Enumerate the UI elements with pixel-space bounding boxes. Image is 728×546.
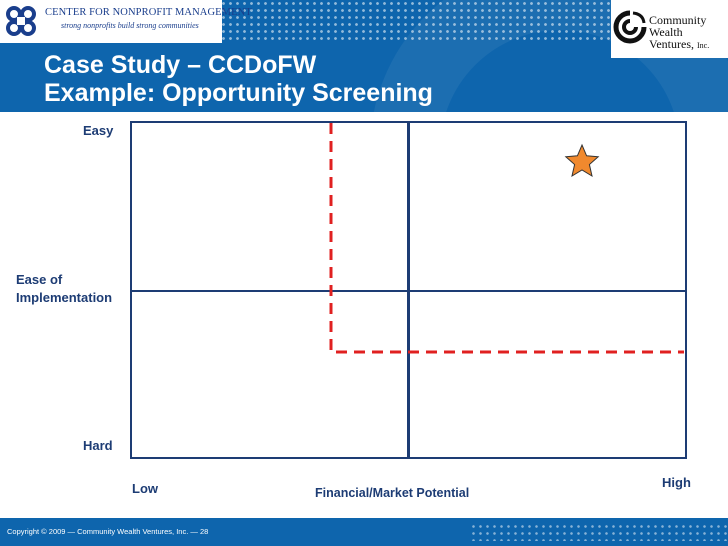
slide-title: Case Study – CCDoFW Example: Opportunity… [44, 51, 433, 107]
cwv-line-3: Ventures, Inc. [649, 38, 709, 52]
x-axis-right-label: High [662, 475, 691, 490]
cwv-logo: Community Wealth Ventures, Inc. [611, 0, 728, 58]
star-icon [564, 143, 600, 178]
footer-band: Copyright © 2009 — Community Wealth Vent… [0, 518, 728, 546]
y-axis-bottom-label: Hard [83, 438, 113, 453]
cnm-tagline: strong nonprofits build strong communiti… [61, 21, 199, 30]
x-axis-label: Financial/Market Potential [315, 486, 470, 500]
cwv-swirl-icon [613, 10, 647, 44]
cwv-line-1: Community [649, 13, 707, 27]
quadrant-horizontal-divider [130, 290, 687, 292]
cnm-logo: CENTER FOR NONPROFIT MANAGEMENT strong n… [0, 0, 252, 43]
title-line-2: Example: Opportunity Screening [44, 79, 433, 107]
y-axis-top-label: Easy [83, 123, 114, 138]
screening-threshold-dashed-line [329, 123, 684, 354]
header-dot-pattern [220, 0, 610, 42]
cwv-inc: Inc. [697, 41, 710, 50]
cnm-name: CENTER FOR NONPROFIT MANAGEMENT [45, 7, 252, 18]
title-line-1: Case Study – CCDoFW [44, 51, 317, 79]
y-axis-label: Ease of Implementation [16, 272, 113, 305]
footer-copyright: Copyright © 2009 — Community Wealth Vent… [7, 527, 209, 536]
cwv-line-2: Wealth [649, 25, 683, 39]
footer-dot-pattern [470, 523, 728, 541]
x-axis-left-label: Low [132, 481, 158, 496]
cwv-ventures: Ventures, [649, 37, 694, 51]
cnm-knot-icon [6, 6, 36, 36]
